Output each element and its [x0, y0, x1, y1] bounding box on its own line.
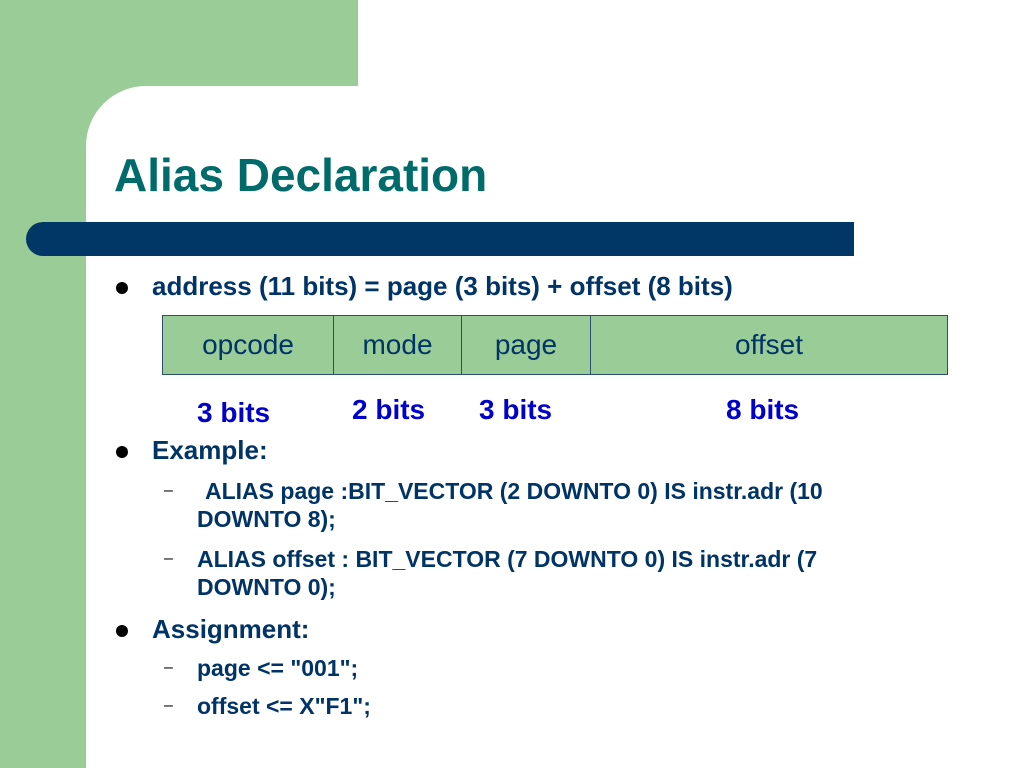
example-line-2a: ALIAS offset : BIT_VECTOR (7 DOWNTO 0) I…	[197, 546, 818, 572]
field-offset: offset	[590, 315, 948, 375]
instruction-field-table: opcode mode page offset	[162, 315, 948, 375]
example-line-2b: DOWNTO 0);	[197, 574, 336, 600]
sub-bullet-dash: –	[164, 482, 173, 499]
accent-corner-curve	[86, 86, 206, 206]
bullet-example: Example:	[152, 435, 268, 465]
example-line-1b: DOWNTO 8);	[197, 506, 336, 532]
bullet-assignment: Assignment:	[152, 614, 310, 644]
top-accent-band	[0, 0, 358, 86]
bullet-dot	[116, 625, 128, 637]
bits-offset: 8 bits	[726, 394, 800, 425]
bits-page: 3 bits	[479, 394, 553, 425]
field-mode: mode	[333, 315, 462, 375]
assignment-line-2: offset <= X"F1";	[197, 693, 371, 719]
title-underline-bar	[26, 222, 854, 256]
sub-bullet-dash: –	[164, 697, 173, 714]
sub-bullet-dash: –	[164, 659, 173, 676]
assignment-line-1: page <= "001";	[197, 655, 359, 681]
sub-bullet-dash: –	[164, 550, 173, 567]
bullet-address: address (11 bits) = page (3 bits) + offs…	[152, 271, 733, 301]
bits-opcode: 3 bits	[197, 397, 271, 428]
bits-mode: 2 bits	[352, 394, 426, 425]
bullet-dot	[116, 446, 128, 458]
field-opcode: opcode	[162, 315, 334, 375]
slide-title: Alias Declaration	[114, 149, 488, 201]
bullet-dot	[116, 282, 128, 294]
left-accent-band	[0, 0, 86, 768]
example-line-1a: ALIAS page :BIT_VECTOR (2 DOWNTO 0) IS i…	[205, 478, 823, 504]
field-page: page	[461, 315, 591, 375]
